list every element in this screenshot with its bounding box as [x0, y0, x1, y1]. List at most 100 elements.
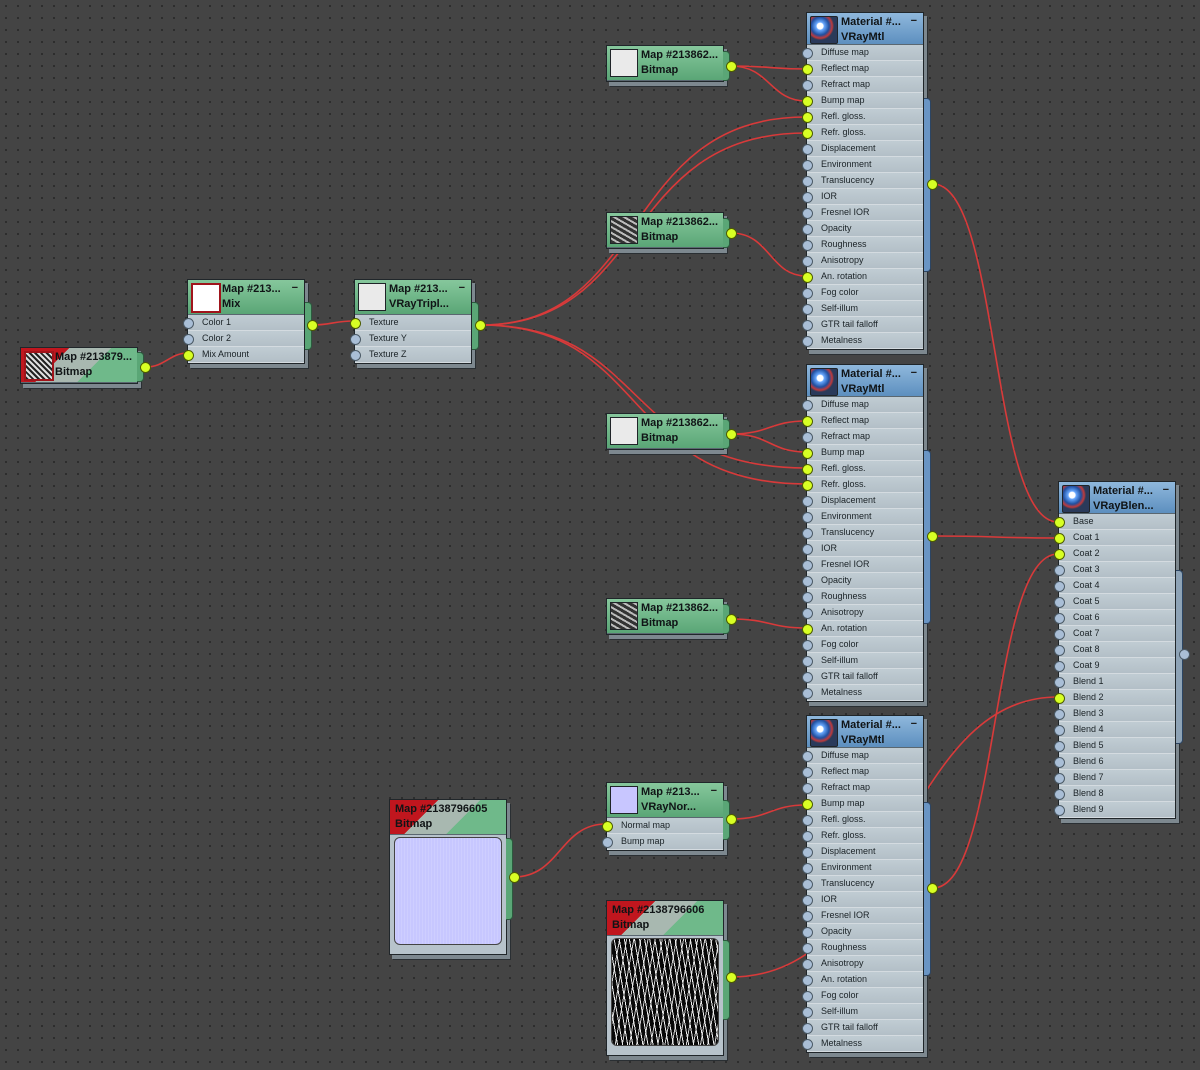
input-port[interactable] — [802, 64, 813, 75]
input-port[interactable] — [350, 350, 361, 361]
slot[interactable]: Texture Y — [350, 331, 471, 347]
node-header[interactable]: Map #213862... Bitmap — [607, 46, 723, 81]
bitmap-node-m1[interactable]: Map #213862... Bitmap — [606, 45, 724, 82]
input-port[interactable] — [1054, 581, 1065, 592]
input-port[interactable] — [1054, 565, 1065, 576]
input-port[interactable] — [802, 336, 813, 347]
input-port[interactable] — [802, 256, 813, 267]
slot[interactable]: Coat 2 — [1054, 546, 1175, 562]
input-port[interactable] — [802, 224, 813, 235]
input-port[interactable] — [802, 688, 813, 699]
bitmap-node-m2[interactable]: Map #213862... Bitmap — [606, 212, 724, 249]
input-port[interactable] — [802, 176, 813, 187]
slot[interactable]: Self-illum — [802, 301, 923, 317]
slot[interactable]: GTR tail falloff — [802, 669, 923, 685]
output-port[interactable] — [307, 320, 318, 331]
input-port[interactable] — [802, 911, 813, 922]
slot[interactable]: GTR tail falloff — [802, 1020, 923, 1036]
slot[interactable]: Bump map — [802, 796, 923, 812]
slot[interactable]: Fog color — [802, 637, 923, 653]
input-port[interactable] — [802, 112, 813, 123]
input-port[interactable] — [802, 1039, 813, 1050]
slot[interactable]: Self-illum — [802, 1004, 923, 1020]
slot[interactable]: Environment — [802, 157, 923, 173]
output-port[interactable] — [726, 429, 737, 440]
minimize-button[interactable]: − — [1162, 484, 1169, 496]
input-port[interactable] — [802, 560, 813, 571]
minimize-button[interactable]: − — [910, 718, 917, 730]
node-header[interactable]: Map #2138796605 Bitmap — [390, 800, 506, 835]
slot[interactable]: Displacement — [802, 141, 923, 157]
input-port[interactable] — [1054, 741, 1065, 752]
slot[interactable]: Reflect map — [802, 413, 923, 429]
input-port[interactable] — [802, 416, 813, 427]
slot[interactable]: Coat 4 — [1054, 578, 1175, 594]
node-header[interactable]: Map #213862... Bitmap — [607, 599, 723, 634]
slot[interactable]: IOR — [802, 892, 923, 908]
input-port[interactable] — [802, 464, 813, 475]
input-port[interactable] — [1054, 725, 1065, 736]
slot[interactable]: Refract map — [802, 780, 923, 796]
input-port[interactable] — [1054, 661, 1065, 672]
slot[interactable]: Fog color — [802, 285, 923, 301]
slot[interactable]: Refr. gloss. — [802, 477, 923, 493]
node-header[interactable]: Material #... VRayMtl − — [807, 716, 923, 748]
slot[interactable]: Refr. gloss. — [802, 125, 923, 141]
slot[interactable]: An. rotation — [802, 621, 923, 637]
node-header[interactable]: Map #213879... Bitmap — [21, 348, 137, 383]
slot[interactable]: Coat 6 — [1054, 610, 1175, 626]
input-port[interactable] — [802, 144, 813, 155]
node-header[interactable]: Map #213... VRayNor... − — [607, 783, 723, 818]
slot[interactable]: Refr. gloss. — [802, 828, 923, 844]
slot[interactable]: Translucency — [802, 525, 923, 541]
slot[interactable]: Coat 5 — [1054, 594, 1175, 610]
output-port[interactable] — [927, 179, 938, 190]
input-port[interactable] — [802, 48, 813, 59]
slot[interactable]: IOR — [802, 541, 923, 557]
node-header[interactable]: Material #... VRayMtl − — [807, 365, 923, 397]
node-header[interactable]: Material #... VRayBlen... − — [1059, 482, 1175, 514]
input-port[interactable] — [1054, 533, 1065, 544]
input-port[interactable] — [802, 160, 813, 171]
input-port[interactable] — [802, 799, 813, 810]
bitmap-node-606[interactable]: Map #2138796606 Bitmap — [606, 900, 724, 1056]
slot[interactable]: An. rotation — [802, 972, 923, 988]
slot[interactable]: An. rotation — [802, 269, 923, 285]
slot[interactable]: Environment — [802, 509, 923, 525]
slot[interactable]: Base — [1054, 514, 1175, 530]
normal-map-node[interactable]: Map #213... VRayNor... − Normal map Bump… — [602, 782, 724, 851]
input-port[interactable] — [802, 640, 813, 651]
slot[interactable]: Self-illum — [802, 653, 923, 669]
input-port[interactable] — [1054, 549, 1065, 560]
input-port[interactable] — [802, 672, 813, 683]
node-header[interactable]: Map #213... VRayTripl... − — [355, 280, 471, 315]
input-port[interactable] — [802, 975, 813, 986]
input-port[interactable] — [1054, 597, 1065, 608]
input-port[interactable] — [802, 272, 813, 283]
slot[interactable]: GTR tail falloff — [802, 317, 923, 333]
input-port[interactable] — [802, 767, 813, 778]
slot[interactable]: Bump map — [602, 834, 723, 850]
slot[interactable]: Color 1 — [183, 315, 304, 331]
slot[interactable]: Blend 7 — [1054, 770, 1175, 786]
input-port[interactable] — [802, 815, 813, 826]
slot[interactable]: Blend 5 — [1054, 738, 1175, 754]
slot[interactable]: Coat 9 — [1054, 658, 1175, 674]
input-port[interactable] — [602, 821, 613, 832]
input-port[interactable] — [183, 318, 194, 329]
input-port[interactable] — [802, 592, 813, 603]
slot[interactable]: Coat 8 — [1054, 642, 1175, 658]
input-port[interactable] — [802, 783, 813, 794]
slot[interactable]: Reflect map — [802, 764, 923, 780]
slot[interactable]: Refl. gloss. — [802, 812, 923, 828]
input-port[interactable] — [802, 608, 813, 619]
input-port[interactable] — [802, 863, 813, 874]
input-port[interactable] — [802, 751, 813, 762]
bitmap-node-m3[interactable]: Map #213862... Bitmap — [606, 413, 724, 450]
node-header[interactable]: Map #213862... Bitmap — [607, 213, 723, 248]
input-port[interactable] — [802, 320, 813, 331]
slot[interactable]: Fog color — [802, 988, 923, 1004]
slot[interactable]: Bump map — [802, 93, 923, 109]
input-port[interactable] — [802, 1007, 813, 1018]
